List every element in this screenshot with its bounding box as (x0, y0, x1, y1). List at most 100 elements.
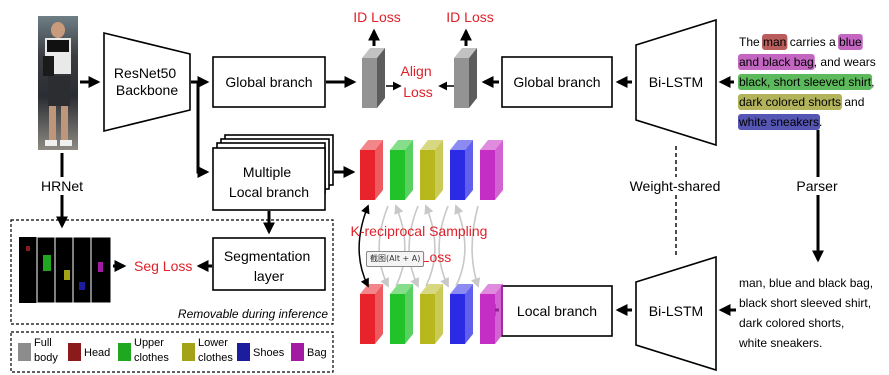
sentence-text: . (819, 115, 822, 129)
phrase-punct: . (819, 336, 822, 350)
parser-label: Parser (796, 178, 838, 194)
feature-text-top-3 (450, 284, 473, 294)
sentence-highlight-bag: and black bag (739, 55, 814, 69)
k-reciprocal-label: K-reciprocal Sampling (351, 223, 488, 239)
seg-loss-label: Seg Loss (134, 258, 192, 274)
id-loss-right: ID Loss (446, 9, 493, 25)
legend-label-full: Full (34, 337, 52, 349)
legend-swatch-lower (182, 343, 195, 361)
highlight-box-bag (838, 34, 863, 50)
legend-label-lower: clothes (198, 352, 233, 364)
phrase-punct: , (870, 276, 873, 290)
feature-text-front-3 (450, 294, 465, 344)
id-loss-left: ID Loss (353, 9, 400, 25)
legend-label-full: body (34, 352, 58, 364)
phrase-punct: , (841, 316, 844, 330)
local-features-text (360, 284, 503, 344)
legend-label-lower: Lower (198, 337, 228, 349)
weight-shared-label: Weight-shared (630, 178, 721, 194)
feature-text-front-2 (420, 294, 435, 344)
feature-text-side-2 (435, 284, 443, 344)
legend-swatch-head (68, 343, 81, 361)
bilstm-bottom (635, 255, 717, 372)
hrnet-label: HRNet (41, 178, 83, 194)
legend-label-bag: Bag (307, 347, 327, 359)
sentence-text: carries a (786, 35, 839, 49)
sentence-text: , and wears (814, 55, 876, 69)
person-image (38, 16, 78, 150)
feature-text-front-1 (390, 294, 405, 344)
feature-text-top-2 (420, 284, 443, 294)
feature-text-top-4 (480, 284, 503, 294)
legend-swatch-shoes (237, 343, 250, 361)
feature-text-top-0 (360, 284, 383, 294)
feature-image-front-3 (450, 150, 465, 200)
removable-region (10, 219, 334, 325)
segmentation-masks (19, 236, 112, 304)
legend-swatch-upper (118, 343, 131, 361)
sentence-highlight-head: man (763, 35, 786, 49)
legend-swatch-full (18, 343, 31, 361)
feature-image-top-0 (360, 140, 383, 150)
feature-image-side-4 (495, 140, 503, 200)
reciprocal-arrows (358, 204, 481, 288)
legend-label-upper: clothes (134, 352, 169, 364)
feature-text-front-0 (360, 294, 375, 344)
global-branch-text-label: Global branch (513, 74, 600, 90)
phrase-punct: , (868, 296, 871, 310)
feature-image-front-1 (390, 150, 405, 200)
sentence-text: , (871, 75, 874, 89)
phrase-lower: dark colored shorts (739, 316, 841, 330)
legend-label-shoes: Shoes (253, 347, 285, 359)
align-loss-label: Align Loss (400, 63, 435, 100)
sentence: The man carries a blue and black bag, and… (738, 34, 876, 130)
feature-text-side-1 (405, 284, 413, 344)
phrase-bag: blue and black bag (769, 276, 870, 290)
phrase-punct: , (762, 276, 769, 290)
legend-box (10, 331, 334, 373)
phrase-head: man (739, 276, 762, 290)
feature-text-side-0 (375, 284, 383, 344)
global-feature-text (454, 48, 477, 108)
sentence-highlight-upper: black, short sleeved shirt (739, 75, 872, 89)
backbone-label: ResNet50 Backbone (114, 65, 180, 98)
highlight-box-upper (738, 74, 873, 90)
global-feature-image (362, 48, 385, 108)
global-branch-image (212, 56, 326, 108)
feature-text-front-4 (480, 294, 495, 344)
legend-swatch-bag (291, 343, 304, 361)
local-branch-text (501, 285, 613, 337)
feature-image-front-0 (360, 150, 375, 200)
local-features-image (360, 140, 503, 200)
sentence-highlight-bag: blue (839, 35, 862, 49)
sentence-text: The (739, 35, 763, 49)
feature-image-side-0 (375, 140, 383, 200)
segmentation-layer (212, 237, 326, 291)
local-branch-image (212, 134, 334, 211)
feature-image-side-2 (435, 140, 443, 200)
feature-image-top-1 (390, 140, 413, 150)
backbone-block (103, 31, 191, 133)
highlight-box-shoes (738, 114, 821, 130)
segmentation-label: Segmentation layer (224, 248, 314, 284)
feature-image-front-4 (480, 150, 495, 200)
global-branch-text (501, 56, 613, 108)
screenshot-tooltip: 截图(Alt + A) (366, 251, 425, 267)
feature-image-top-2 (420, 140, 443, 150)
feature-image-side-1 (405, 140, 413, 200)
bilstm-top (635, 18, 717, 147)
feature-image-side-3 (465, 140, 473, 200)
feature-image-top-4 (480, 140, 503, 150)
highlight-box-lower (738, 94, 843, 110)
phrase-upper: black short sleeved shirt (739, 296, 868, 310)
sentence-highlight-lower: dark colored shorts (739, 95, 841, 109)
feature-image-front-2 (420, 150, 435, 200)
sentence-text: and (841, 95, 864, 109)
feature-image-top-3 (450, 140, 473, 150)
phrase-shoes: white sneakers (738, 336, 819, 350)
removable-label: Removable during inference (178, 307, 328, 321)
local-branch-image-label: Multiple Local branch (229, 164, 309, 200)
noun-phrases: man, blue and black bag,black short slee… (738, 276, 873, 350)
